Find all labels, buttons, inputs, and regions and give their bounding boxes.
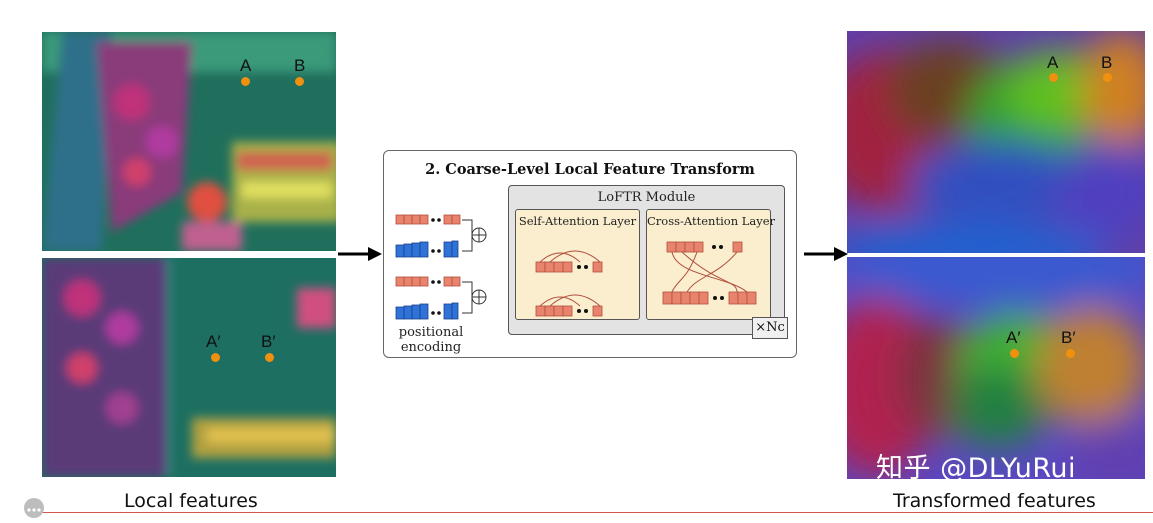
bottom-divider — [40, 512, 1153, 513]
local-features-bottom-image — [42, 258, 336, 477]
self-attention-layer-box: Self-Attention Layer — [515, 209, 640, 320]
cross-attention-layer-title: Cross-Attention Layer — [647, 214, 776, 228]
coarse-level-transform-module: 2. Coarse-Level Local Feature Transform — [383, 150, 797, 358]
arrow-right-icon — [338, 247, 382, 261]
local-features-caption: Local features — [124, 490, 258, 512]
positional-encoding-label: positional encoding — [392, 325, 470, 355]
point-b-prime-local-marker — [265, 353, 274, 362]
loftr-module-box: LoFTR Module Self-Attention Layer Cro — [508, 185, 788, 339]
point-label-b-local: B — [294, 56, 306, 75]
point-b-transformed-marker — [1103, 73, 1112, 82]
repeat-nc-label: ×Nc — [752, 317, 788, 339]
positional-encoding-line-2: encoding — [400, 340, 462, 355]
arrow-right-icon — [804, 247, 848, 261]
module-title: 2. Coarse-Level Local Feature Transform — [425, 161, 755, 178]
point-label-b-prime-local: B′ — [261, 332, 276, 351]
transformed-features-top-image — [847, 31, 1145, 253]
point-label-a-local: A — [240, 56, 252, 75]
self-attention-layer-title: Self-Attention Layer — [518, 214, 637, 228]
point-a-prime-transformed-marker — [1010, 349, 1019, 358]
transformed-features-caption: Transformed features — [893, 490, 1096, 512]
point-b-prime-transformed-marker — [1066, 349, 1075, 358]
more-options-icon[interactable] — [24, 498, 44, 518]
point-label-a-prime-local: A′ — [206, 332, 221, 351]
positional-encoding-line-1: positional — [398, 325, 464, 340]
point-label-b-transformed: B — [1101, 53, 1113, 72]
cross-attention-graphic — [662, 241, 757, 305]
point-label-a-prime-transformed: A′ — [1006, 328, 1021, 347]
cross-attention-layer-box: Cross-Attention Layer — [646, 209, 776, 320]
self-attention-graphic — [535, 250, 603, 317]
point-b-local-marker — [295, 77, 304, 86]
loftr-module-title: LoFTR Module — [597, 190, 696, 205]
transformed-features-bottom-image — [847, 257, 1145, 479]
point-a-local-marker — [241, 77, 250, 86]
watermark-text: 知乎 @DLYuRui — [876, 453, 1076, 484]
point-a-prime-local-marker — [211, 353, 220, 362]
local-features-top-image — [42, 32, 336, 251]
point-a-transformed-marker — [1049, 73, 1058, 82]
point-label-b-prime-transformed: B′ — [1061, 328, 1076, 347]
point-label-a-transformed: A — [1047, 53, 1059, 72]
feature-tokens-graphic — [395, 214, 487, 320]
